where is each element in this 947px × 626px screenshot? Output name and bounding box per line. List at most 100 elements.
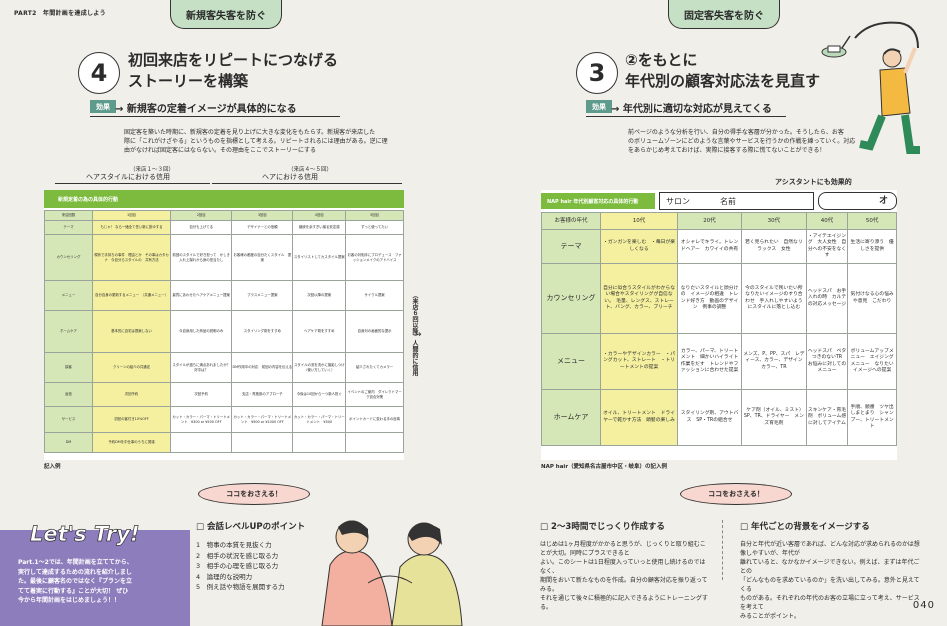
left-row-header: カウンセリング	[44, 234, 93, 281]
right-row-header: カウンセリング	[541, 263, 601, 334]
left-cell	[170, 432, 233, 453]
right-para-line2: のボリュームゾーンにどのような言葉やサービスを行うかの作戦を練っていく。対応	[628, 138, 856, 145]
page-number: 040	[912, 600, 935, 611]
right-cell: なりたいスタイルと顔分けの イメージの相違 トレンド好き方 動画のデザイン 例事…	[677, 263, 742, 334]
left-table-row: DM 予約DMを中仕事のうちに発達	[44, 432, 404, 453]
section-number-left: 4	[78, 52, 120, 94]
right-cell: 若く見られたい 自然なリラックス 女性	[740, 229, 807, 264]
left-cell: 基本的に自宅は提案しない	[91, 310, 172, 353]
right-text-line: ものがある。それぞれの年代のお客の立場に立って考え、サービスを考えて	[740, 595, 920, 611]
right-text-line: みることがポイント。	[740, 613, 800, 620]
right-cell: メンズ、P、PP、スパ レディース、カラー、デザインカラー、TR	[740, 333, 807, 390]
left-cell: 自分も上げてる	[170, 220, 233, 235]
mid-text-line: よい。このシートは1日程度入っていっと使用し続けるのではなく、	[540, 559, 706, 575]
side-arrow: →	[414, 330, 422, 340]
effect-text-left: → 新規客の定着イメージが具体的になる	[115, 104, 297, 115]
left-cell: カット・カラー・パーマ・トリートメント ¥500 or ¥1000 OFF	[231, 406, 294, 433]
left-cell: 次回予約	[170, 382, 233, 407]
effect-text-right-label: 年代別に適切な対応が見えてくる	[622, 104, 772, 115]
left-cell: ヘアケア剤をすすめ	[292, 310, 347, 353]
left-cell: 自身対の画面的な提示	[345, 310, 404, 353]
left-title-line2: ストーリーを構築	[128, 72, 249, 90]
list-item: 1 物事の本質を見抜く力	[196, 541, 272, 549]
bracket1-line	[55, 183, 210, 184]
effect-text-left-label: 新規客の定着イメージが具体的になる	[126, 104, 297, 115]
effect-underline-right	[586, 116, 786, 117]
right-paragraph: 前ページのような分析を行い、自分の得手な客層が分かった。そうしたら、お客 のボリ…	[628, 128, 918, 155]
left-table-title: 新規定着の為の具体的行動	[44, 190, 404, 208]
right-para-line1: 前ページのような分析を行い、自分の得手な客層が分かった。そうしたら、お客	[628, 129, 844, 136]
mid-text-line: それを通じて後々に積極的に記入できるようにトレーニングする。	[540, 595, 708, 611]
lets-try-title: Let's Try!	[30, 522, 140, 547]
right-text-line: 自分と年代が近い客層であれば、どんな対応が求められるのかは想像しやすいが、年代が	[740, 541, 920, 557]
left-cell: 今自身用した商品の説明のみ	[170, 310, 233, 353]
right-table-card: NAP hair 年代別顧客対応の具体的行動 サロン 名前 オ お客様の年代 1…	[541, 190, 897, 460]
left-cell: お客の対相手にプロデュース ファッションメイクのアドバイス	[345, 234, 404, 281]
right-table-row: メニュー ・カラーやデザインカラー ・パングカット、ストレート ・トリートメント…	[541, 333, 897, 390]
left-cell: 今後は10回から一つ新人担ぐ	[292, 382, 347, 407]
effect-text-right: → 年代別に適切な対応が見えてくる	[611, 104, 772, 115]
bracket1-small: （来店１〜３回）	[130, 167, 175, 173]
right-cell: 手順、順番 ツヤ出しまとまり シャンプー、トリートメント	[847, 389, 897, 446]
right-cell: カラー、パーマ、トリートメント 細かいハイライト作業をだす トレンドやファッショ…	[677, 333, 742, 390]
bracket2-line	[212, 183, 402, 184]
left-para-line1: 固定客を築いた時期に、新規客の定着を見り上げに大きな変化をもたらす。新規客が来店…	[124, 129, 376, 136]
mid-text-line: 期間をおいて新たなものを作成。自分の顧客対応を振り返ってみる。	[540, 577, 708, 593]
left-cell: 紹介されたくてカメラー	[345, 352, 404, 383]
effect-underline-left	[90, 116, 340, 117]
left-col-header: 2回目	[170, 210, 233, 221]
point-callout-right: ココをおさえる！	[680, 483, 792, 505]
right-table: お客様の年代 10代 20代 30代 40代 50代 テーマ ・ガンガンを楽しむ…	[541, 212, 897, 446]
section-number-right: 3	[576, 52, 618, 94]
right-cell: ・カラーやデザインカラー ・パングカット、ストレート ・トリートメントの提案	[599, 333, 679, 390]
right-col-header: 50代	[847, 212, 897, 230]
side-vertical-label: （来店６回以降）人間的に信用	[411, 292, 418, 376]
lets-try-line: 実行して達成するための流れを紹介しまし	[18, 568, 132, 576]
lets-try-line: た。最後に顧客名のではなく『プランを立	[18, 578, 133, 585]
right-text-line: 離れていると、なかなかイメージできない。例えば、まずは年代ごとの	[740, 559, 920, 575]
right-table-caption: NAP hair（愛知県名古屋市中区・岐阜）の記入例	[541, 464, 668, 470]
list-item: 2 相手の状況を感じ取る力	[196, 551, 279, 560]
lets-try-box: Let's Try! Part.1〜2では、年間計画を立ててから、 実行して達成…	[0, 522, 190, 626]
lets-try-line: 今から年間計画をはじめましょう！！	[18, 597, 121, 604]
right-cell: 自分に似合うスタイルがわからない場合やスタイリングが自信ない。 毛量、レングス、…	[599, 263, 679, 334]
lets-try-line: Part.1〜2では、年間計画を立ててから、	[18, 559, 133, 566]
left-para-line2: 際に「これがけざやる」というものを指標として考える。リピートされるには理由がある…	[124, 138, 388, 145]
right-col-header: 20代	[677, 212, 742, 230]
left-title: 初回来店をリピートにつなげる ストーリーを構築	[128, 50, 338, 92]
right-cell: ヘッドスパ ベタつきのないTR お悩みに対してのメニュー	[805, 333, 849, 390]
effect-badge-right: 効果	[586, 100, 612, 113]
right-cell: 生活に寄り添う 優しさを提供	[847, 229, 897, 264]
left-cell: イベントのご案内 ダイレクトマーク割合対策	[345, 382, 404, 407]
left-table-row: メニュー 自分自身の更新するメニュー （共通メニュー） 髪質にあわせたヘアケアメ…	[44, 280, 404, 311]
left-cell: デザイナーとの信頼	[231, 220, 294, 235]
bracket2-small: （来店４〜５回）	[288, 167, 333, 173]
right-cell: ヘッドスパ お手入れの時 カルテの対応メッセージ	[805, 263, 849, 334]
left-cell: スタイルが過ちに満点あれましたか？ 好中は？	[170, 352, 233, 383]
section-divider	[722, 520, 723, 580]
list-item: 3 相手の心理を感じ取る力	[196, 562, 279, 570]
left-col-header: 3回目	[231, 210, 294, 221]
left-cell: 自分自身の更新するメニュー （共通メニュー）	[91, 280, 172, 311]
effect-badge-left: 効果	[90, 100, 116, 113]
left-cell: スタイリング剤をすすめ	[231, 310, 294, 353]
left-col-header: 来店回数	[44, 210, 93, 221]
tab-left-new-customer: 新規客失客を防ぐ	[170, 0, 282, 29]
left-cell: DM作用中の対応 前回の内容を伝える	[231, 352, 294, 383]
right-table-row: カウンセリング 自分に似合うスタイルがわからない場合やスタイリングが自信ない。 …	[541, 263, 897, 334]
left-cell: プラスメニュー提案	[231, 280, 294, 311]
two-people-illustration	[321, 520, 463, 626]
right-table-row: テーマ ・ガンガンを楽しむ ・毎日が楽しくなる オシャレでキライ。トレンドヘアー…	[541, 229, 897, 264]
right-section-heading: □ 年代ごとの背景をイメージする	[740, 522, 870, 532]
right-col-header: 30代	[740, 212, 807, 230]
left-table-row: テーマ もじゃ！ なら一緒全て任い新に掛ゆする 自分も上げてる デザイナーとの信…	[44, 220, 404, 235]
left-cell: もじゃ！ なら一緒全て任い新に掛ゆする	[91, 220, 172, 235]
left-row-header: サービス	[44, 406, 93, 433]
left-table-caption: 記入例	[44, 464, 61, 470]
right-table-header-row: お客様の年代 10代 20代 30代 40代 50代	[541, 212, 897, 230]
right-col-header: お客様の年代	[541, 212, 601, 230]
name-value-field: オ	[818, 192, 897, 210]
person-dryer-illustration	[821, 21, 920, 154]
left-cell: 予約DMを中仕事のうちに発達	[91, 432, 172, 453]
right-row-header: ホームケア	[541, 389, 601, 446]
